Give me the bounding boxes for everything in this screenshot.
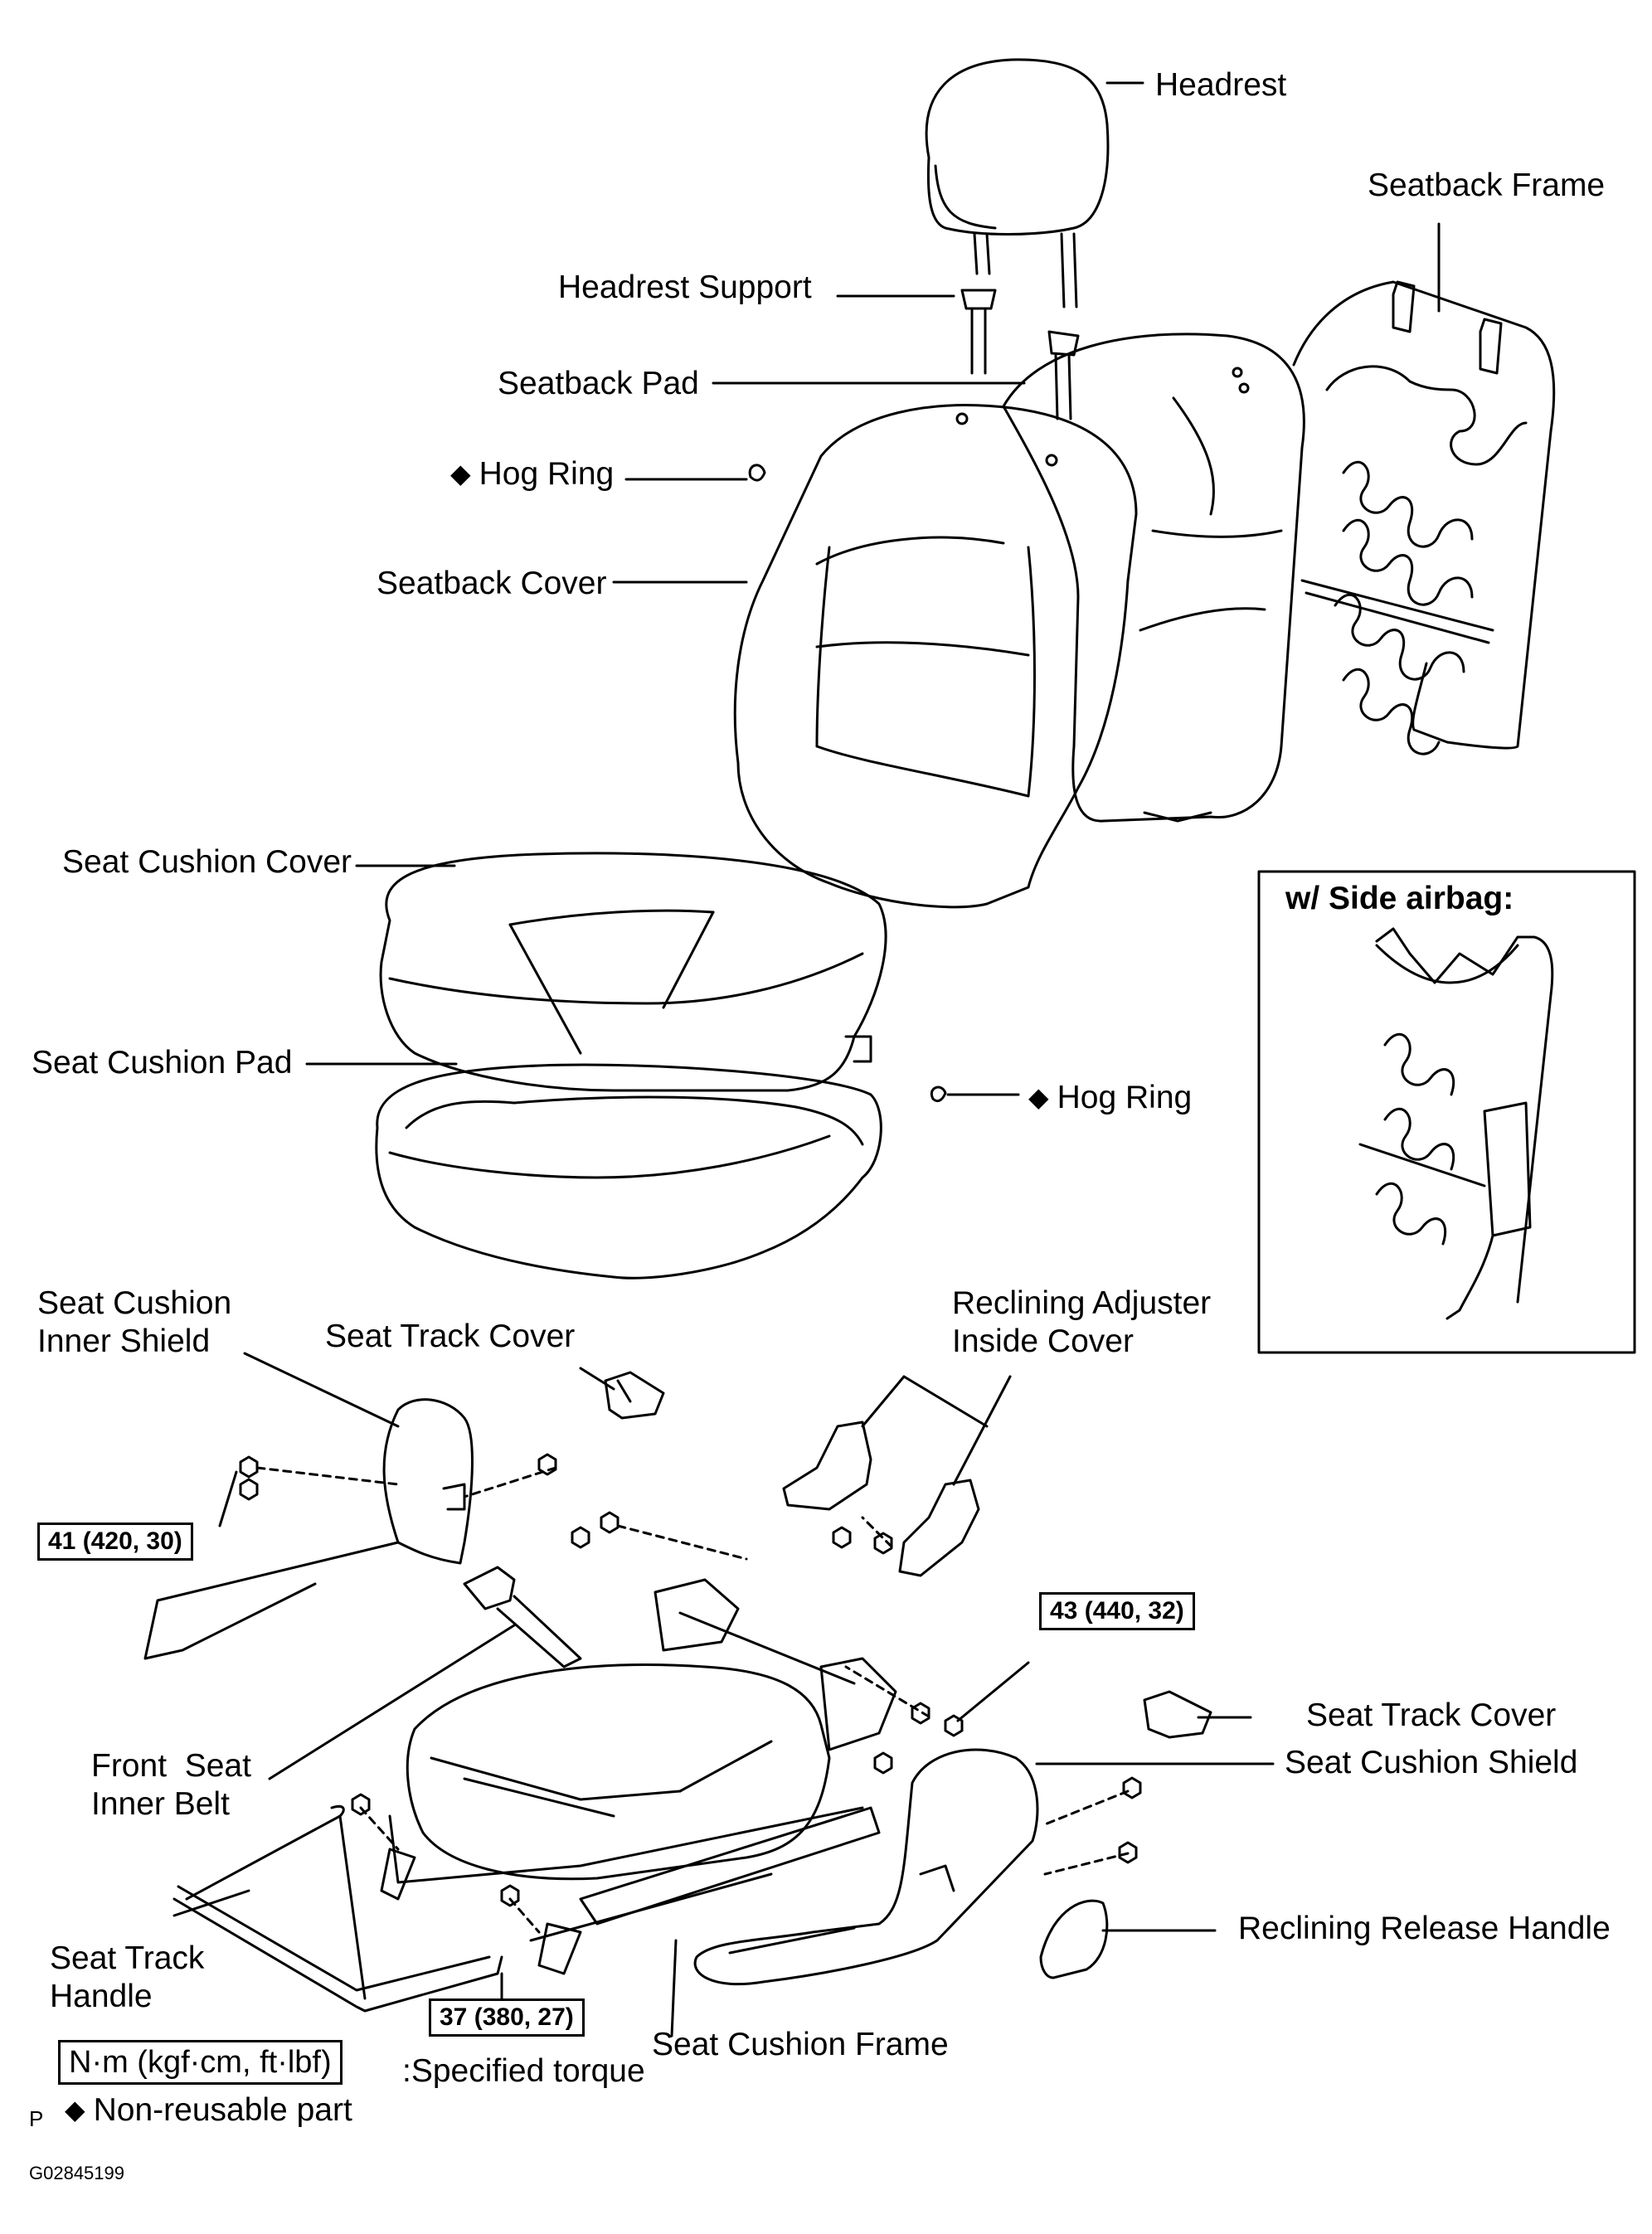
label-seat-cushion-inner-shield-line2: Inner Shield (37, 1323, 211, 1359)
label-hog-ring: ◆ Hog Ring (450, 454, 614, 493)
non-reusable-diamond-icon: ◆ (450, 459, 471, 488)
side-airbag-inset-drawing (1358, 927, 1554, 1320)
headrest-part (925, 58, 1110, 308)
seat-cushion-frame-part (380, 1578, 897, 1975)
dashed-alignment-lines (255, 1466, 1130, 1934)
label-seat-cushion-pad: Seat Cushion Pad (32, 1045, 293, 1081)
label-seatback-cover: Seatback Cover (377, 566, 607, 601)
non-reusable-diamond-icon: ◆ (1028, 1082, 1049, 1112)
label-seat-cushion-inner-shield-line1: Seat Cushion (37, 1285, 232, 1321)
label-front-seat-inner-belt-line2: Inner Belt (91, 1786, 230, 1822)
side-airbag-inset-frame (1257, 870, 1636, 1354)
specified-torque-legend: :Specified torque (402, 2053, 645, 2089)
label-hog-ring-2: ◆ Hog Ring (1028, 1078, 1192, 1117)
label-headrest-support: Headrest Support (558, 270, 812, 305)
page-mark: P (29, 2106, 44, 2131)
label-seat-track-handle-line1: Seat Track (50, 1940, 205, 1976)
label-seatback-frame: Seatback Frame (1368, 168, 1606, 203)
bolt-parts (239, 1453, 1142, 1907)
seat-cushion-shield-part (693, 1748, 1039, 1986)
reclining-adjuster-cover-part (782, 1421, 980, 1577)
inset-title: w/ Side airbag: (1285, 881, 1514, 916)
seat-track-cover-top-part (604, 1371, 665, 1420)
seatback-frame-part (1292, 280, 1556, 755)
hog-ring-part (748, 464, 947, 1103)
seat-cushion-pad-part (375, 1063, 882, 1280)
label-hog-ring-2-text: Hog Ring (1057, 1080, 1193, 1115)
label-front-seat-inner-belt-line1: Front Seat (91, 1748, 251, 1784)
label-seat-cushion-cover: Seat Cushion Cover (62, 844, 352, 880)
torque-units-legend: N·m (kgf·cm, ft·lbf) (58, 2040, 343, 2085)
label-seat-track-cover-right: Seat Track Cover (1306, 1697, 1557, 1733)
seat-track-cover-right-part (1143, 1690, 1212, 1739)
front-seat-inner-belt-part (463, 1566, 582, 1668)
label-headrest: Headrest (1155, 67, 1287, 103)
non-reusable-legend: ◆ Non-reusable part (65, 2091, 352, 2130)
non-reusable-legend-text: Non-reusable part (93, 2092, 352, 2128)
label-seat-cushion-shield: Seat Cushion Shield (1285, 1745, 1578, 1780)
seatback-pad-part (1002, 333, 1305, 823)
label-seatback-pad: Seatback Pad (498, 366, 699, 401)
seat-cushion-cover-part (379, 852, 887, 1092)
seat-track-handle-part (172, 1804, 503, 2013)
label-seat-track-cover-top: Seat Track Cover (325, 1319, 576, 1354)
label-seat-cushion-frame: Seat Cushion Frame (652, 2027, 949, 2062)
headrest-support-part (960, 289, 1080, 420)
torque-box-41: 41 (420, 30) (37, 1523, 193, 1561)
label-reclining-adjuster-line1: Reclining Adjuster (952, 1285, 1212, 1321)
seat-cushion-inner-shield-part (143, 1398, 474, 1660)
label-reclining-adjuster-line2: Inside Cover (952, 1323, 1134, 1359)
label-hog-ring-text: Hog Ring (479, 456, 615, 492)
non-reusable-diamond-icon: ◆ (65, 2095, 85, 2125)
figure-code: G02845199 (29, 2163, 124, 2183)
label-reclining-release-handle: Reclining Release Handle (1238, 1911, 1611, 1946)
label-seat-track-handle-line2: Handle (50, 1979, 153, 2014)
seatback-cover-part (733, 404, 1138, 909)
reclining-release-handle-part (1039, 1899, 1109, 1979)
leader-lines (172, 81, 1441, 2037)
torque-box-43: 43 (440, 32) (1039, 1592, 1195, 1630)
torque-box-37: 37 (380, 27) (429, 1998, 585, 2037)
